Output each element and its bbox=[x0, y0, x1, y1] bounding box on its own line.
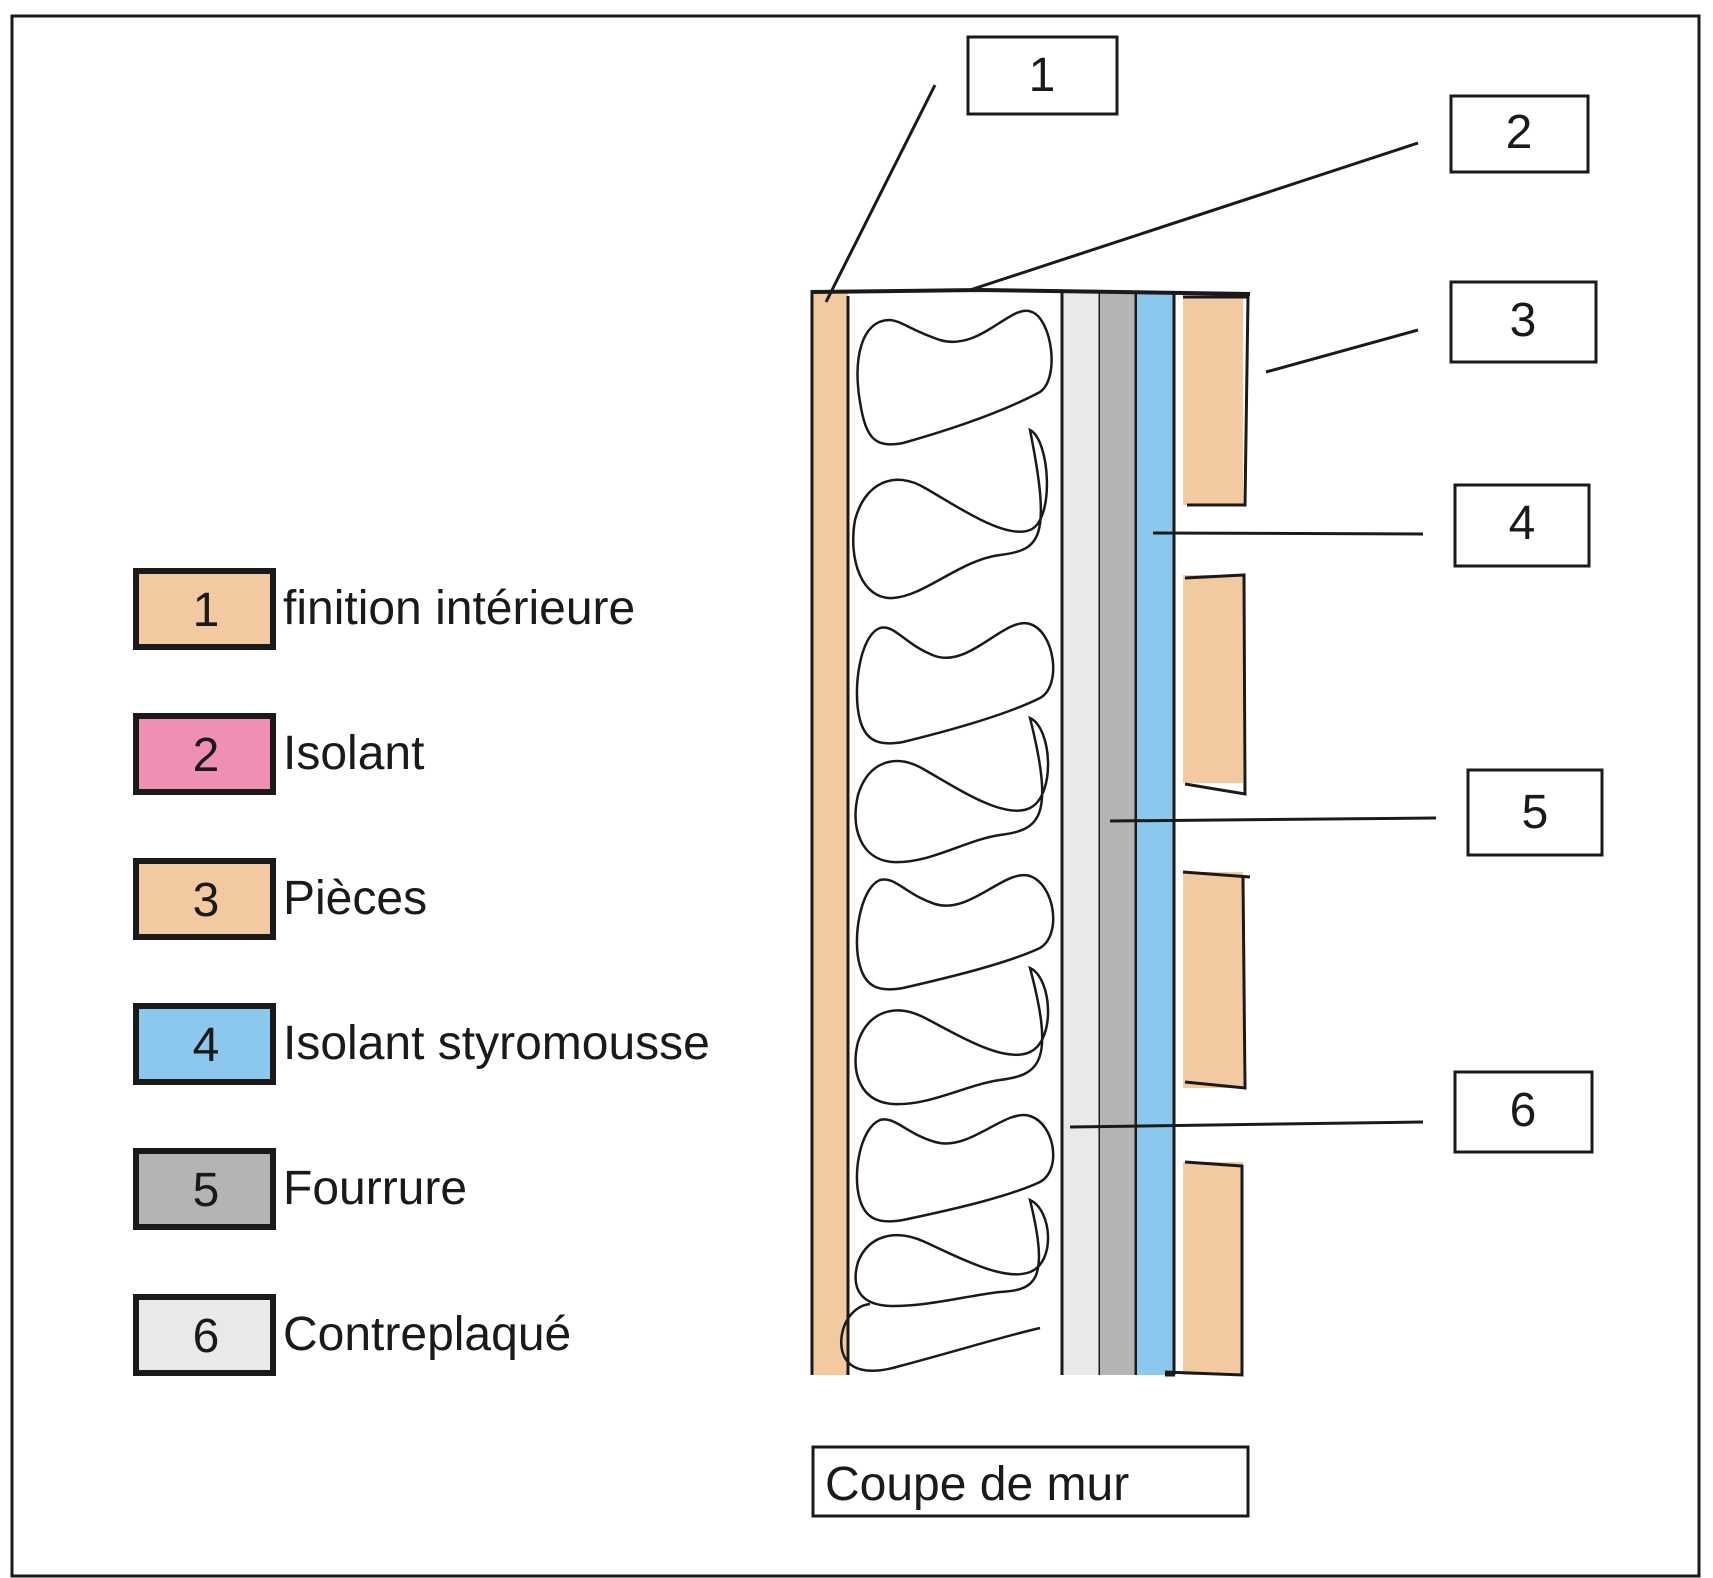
callout-leader-4 bbox=[1152, 531, 1424, 536]
callout-label-6: 6 bbox=[1510, 1084, 1537, 1137]
layer-finition-interieure bbox=[812, 292, 848, 1375]
insulation-loop bbox=[855, 621, 1055, 745]
siding-piece-outline bbox=[1164, 1160, 1244, 1377]
siding-piece bbox=[1183, 297, 1243, 505]
caption-box bbox=[811, 1445, 1250, 1518]
layer-contreplaque bbox=[1062, 292, 1102, 1375]
legend-swatch-3 bbox=[133, 858, 276, 940]
outer-frame bbox=[10, 14, 1701, 1578]
legend-swatch-6 bbox=[133, 1294, 276, 1376]
wall-section bbox=[810, 287, 1251, 1377]
callout-label-2: 2 bbox=[1506, 106, 1533, 159]
legend-label-2: Isolant bbox=[283, 727, 424, 780]
callout-label-3: 3 bbox=[1510, 294, 1537, 347]
caption: Coupe de mur bbox=[811, 1445, 1250, 1518]
callout-label-1: 1 bbox=[1029, 49, 1056, 102]
callouts: 1 2 3 4 5 6 bbox=[824, 35, 1604, 1154]
legend-item-1: 1 finition intérieure bbox=[133, 568, 635, 650]
legend-swatch-5 bbox=[133, 1148, 276, 1230]
wall-top-edge bbox=[811, 287, 1251, 296]
callout-box-4 bbox=[1453, 483, 1591, 568]
legend: 1 finition intérieure 2 Isolant 3 Pièces… bbox=[133, 568, 710, 1376]
insulation-loop bbox=[854, 965, 1050, 1106]
legend-item-2: 2 Isolant bbox=[133, 713, 424, 795]
callout-leader-3 bbox=[1265, 328, 1419, 374]
layer-fourrure bbox=[1100, 292, 1137, 1375]
legend-label-3: Pièces bbox=[283, 872, 427, 925]
siding-piece bbox=[1183, 575, 1243, 783]
insulation-loop bbox=[855, 1113, 1055, 1223]
legend-number-2: 2 bbox=[193, 729, 220, 782]
callout-box-5 bbox=[1466, 768, 1604, 857]
callout-box-6 bbox=[1453, 1070, 1594, 1154]
insulation-loop bbox=[840, 1302, 1041, 1372]
insulation-loop bbox=[854, 715, 1050, 864]
layer-pieces bbox=[1164, 295, 1251, 1377]
siding-piece bbox=[1183, 1162, 1243, 1375]
legend-number-3: 3 bbox=[193, 874, 220, 927]
callout-leader-1 bbox=[824, 84, 937, 303]
legend-swatch-4 bbox=[133, 1003, 276, 1085]
legend-item-4: 4 Isolant styromousse bbox=[133, 1003, 710, 1085]
caption-title: Coupe de mur bbox=[825, 1458, 1129, 1511]
legend-number-6: 6 bbox=[193, 1310, 220, 1363]
legend-item-6: 6 Contreplaqué bbox=[133, 1294, 571, 1376]
callout-leader-2 bbox=[969, 141, 1419, 292]
legend-label-6: Contreplaqué bbox=[283, 1308, 571, 1361]
layer-isolant bbox=[840, 309, 1055, 1372]
legend-label-1: finition intérieure bbox=[283, 582, 635, 635]
siding-piece-outline bbox=[1184, 573, 1247, 796]
siding-piece bbox=[1183, 872, 1243, 1088]
legend-item-5: 5 Fourrure bbox=[133, 1148, 467, 1230]
legend-label-5: Fourrure bbox=[283, 1162, 467, 1215]
legend-number-4: 4 bbox=[193, 1019, 220, 1072]
callout-leader-5 bbox=[1109, 816, 1437, 823]
callout-label-4: 4 bbox=[1509, 497, 1536, 550]
legend-number-1: 1 bbox=[193, 584, 220, 637]
callout-label-5: 5 bbox=[1522, 786, 1549, 839]
callout-leader-6 bbox=[1069, 1120, 1424, 1129]
callout-box-2 bbox=[1449, 94, 1590, 174]
siding-piece-outline bbox=[1182, 870, 1251, 1090]
insulation-loop bbox=[854, 1197, 1050, 1308]
legend-item-3: 3 Pièces bbox=[133, 858, 427, 940]
legend-swatch-1 bbox=[133, 568, 276, 650]
insulation-loop bbox=[855, 873, 1055, 991]
layer-isolant-styromousse bbox=[1137, 292, 1174, 1375]
legend-swatch-2 bbox=[133, 713, 276, 795]
insulation-loop bbox=[851, 427, 1049, 600]
legend-number-5: 5 bbox=[193, 1164, 220, 1217]
siding-piece-outline bbox=[1183, 295, 1250, 507]
legend-label-4: Isolant styromousse bbox=[283, 1017, 710, 1070]
callout-box-3 bbox=[1449, 280, 1598, 364]
callout-box-1 bbox=[966, 35, 1119, 116]
insulation-loop bbox=[856, 309, 1053, 446]
